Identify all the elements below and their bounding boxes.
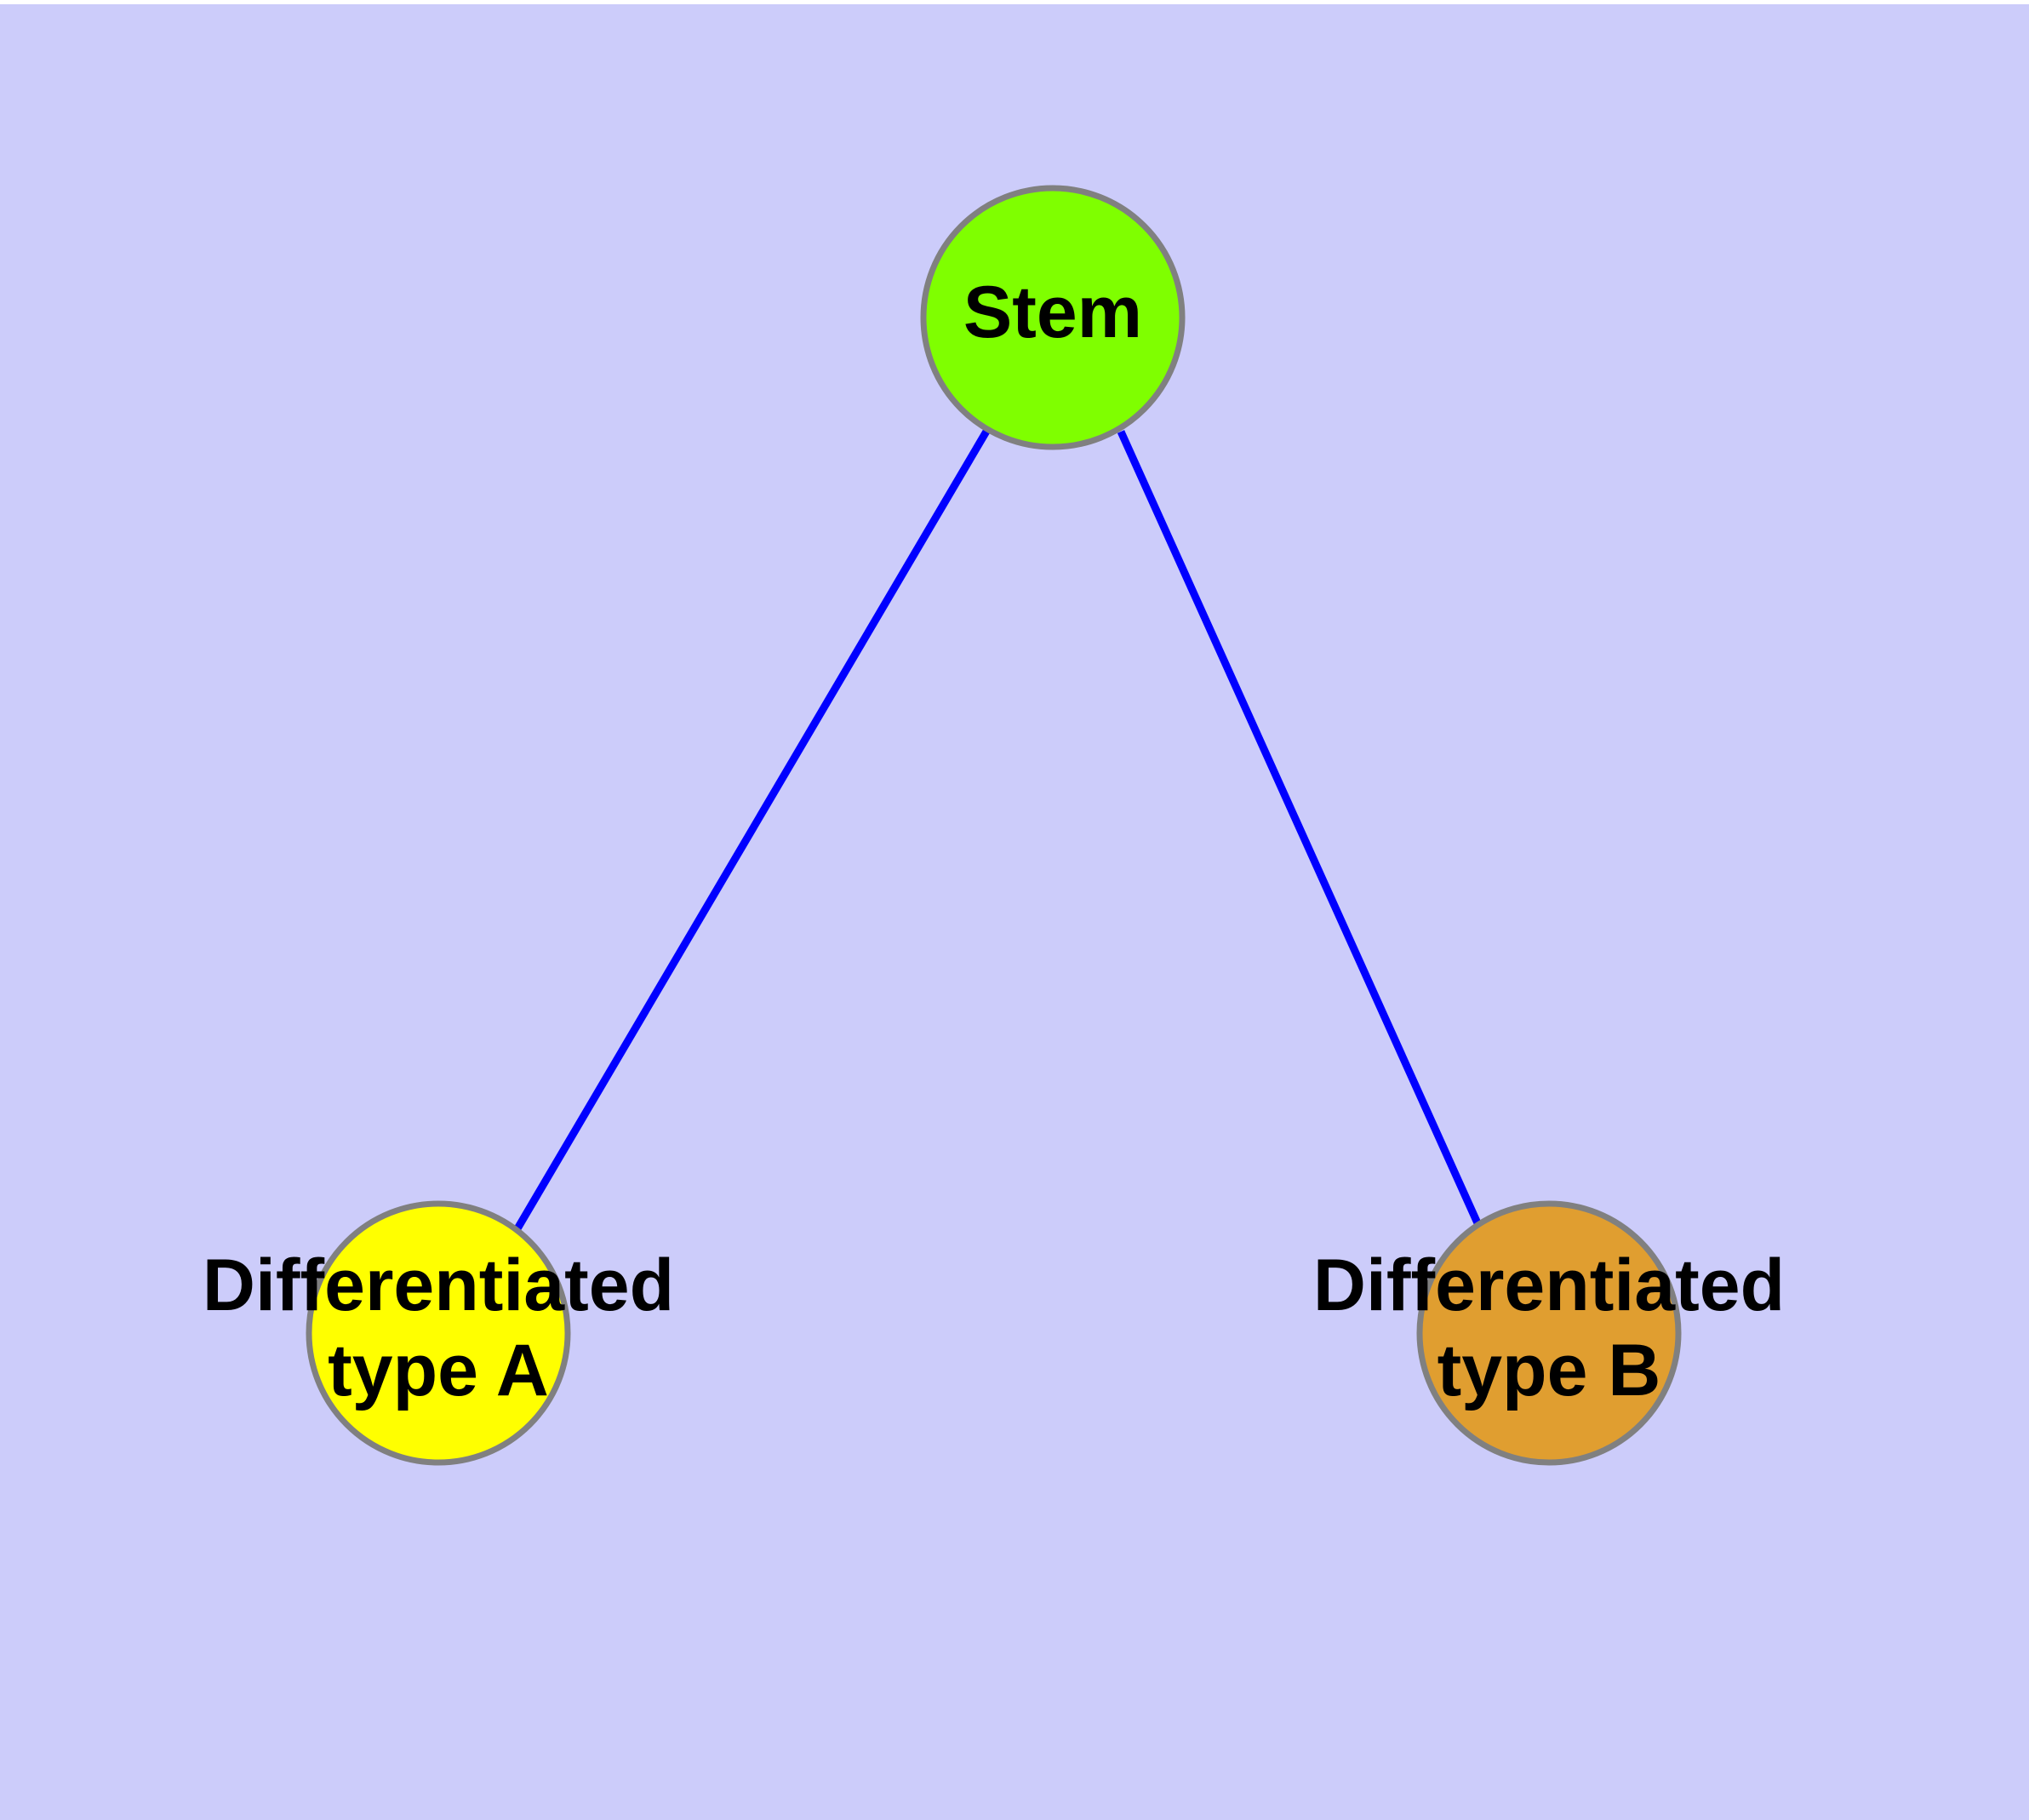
graph-node-diff-a[interactable] [306, 1200, 571, 1466]
node-label-line: Differentiated [1313, 1245, 1785, 1326]
node-label-line: Stem [963, 272, 1142, 353]
edges-layer [513, 427, 1483, 1233]
node-label-line: type B [1437, 1330, 1661, 1411]
node-circle-diff-a[interactable] [306, 1200, 571, 1466]
node-circle-diff-b[interactable] [1416, 1200, 1682, 1466]
node-circle-stem[interactable] [920, 185, 1186, 450]
graph-edge[interactable] [513, 427, 991, 1233]
graph-node-diff-b[interactable] [1416, 1200, 1682, 1466]
node-label-line: type A [328, 1330, 549, 1411]
node-label-line: Differentiated [203, 1245, 674, 1326]
node-label-stem: Stem [963, 272, 1142, 353]
graph-edge[interactable] [1117, 430, 1483, 1227]
graph-node-stem[interactable] [920, 185, 1186, 450]
